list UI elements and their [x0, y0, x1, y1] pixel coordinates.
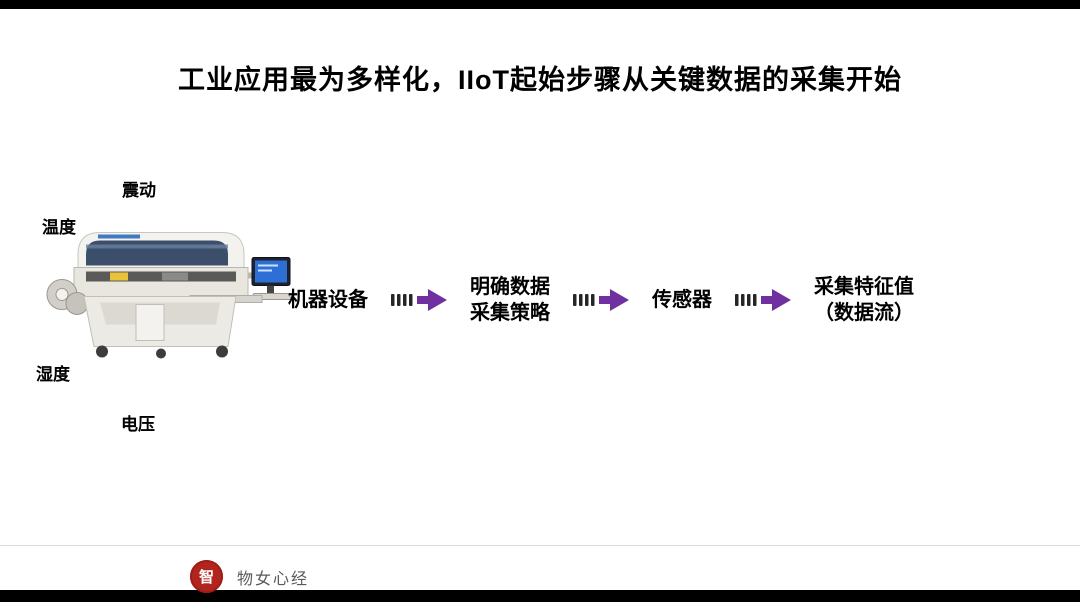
dashed-arrow-icon — [572, 287, 630, 313]
machine-label-humidity: 湿度 — [36, 365, 70, 384]
machine-label-voltage: 电压 — [121, 415, 155, 434]
machine-label-temperature: 温度 — [42, 218, 76, 237]
footer-divider — [0, 545, 1080, 546]
machine-label-vibration: 震动 — [122, 181, 156, 200]
dashed-arrow-icon — [734, 287, 792, 313]
flow-step-machine: 机器设备 — [288, 289, 368, 311]
machine-illustration — [40, 222, 292, 362]
brand-name: 物女心经 — [237, 570, 310, 588]
dashed-arrow-icon — [390, 287, 448, 313]
flow-step-feature-values: 采集特征值 （数据流） — [814, 276, 914, 324]
flow-step-sensor: 传感器 — [652, 289, 712, 311]
bottom-letterbox-bar — [0, 590, 1080, 602]
top-letterbox-bar — [0, 0, 1080, 9]
footer: 智 物女心经 — [190, 560, 309, 593]
machine-image — [46, 232, 292, 359]
flow-step-data-strategy: 明确数据 采集策略 — [470, 276, 550, 324]
brand-logo-icon: 智 — [190, 560, 223, 593]
flow-diagram: 机器设备 明确数据 采集策略 传感器 — [288, 266, 914, 334]
page-title: 工业应用最为多样化，IIoT起始步骤从关键数据的采集开始 — [178, 65, 902, 95]
